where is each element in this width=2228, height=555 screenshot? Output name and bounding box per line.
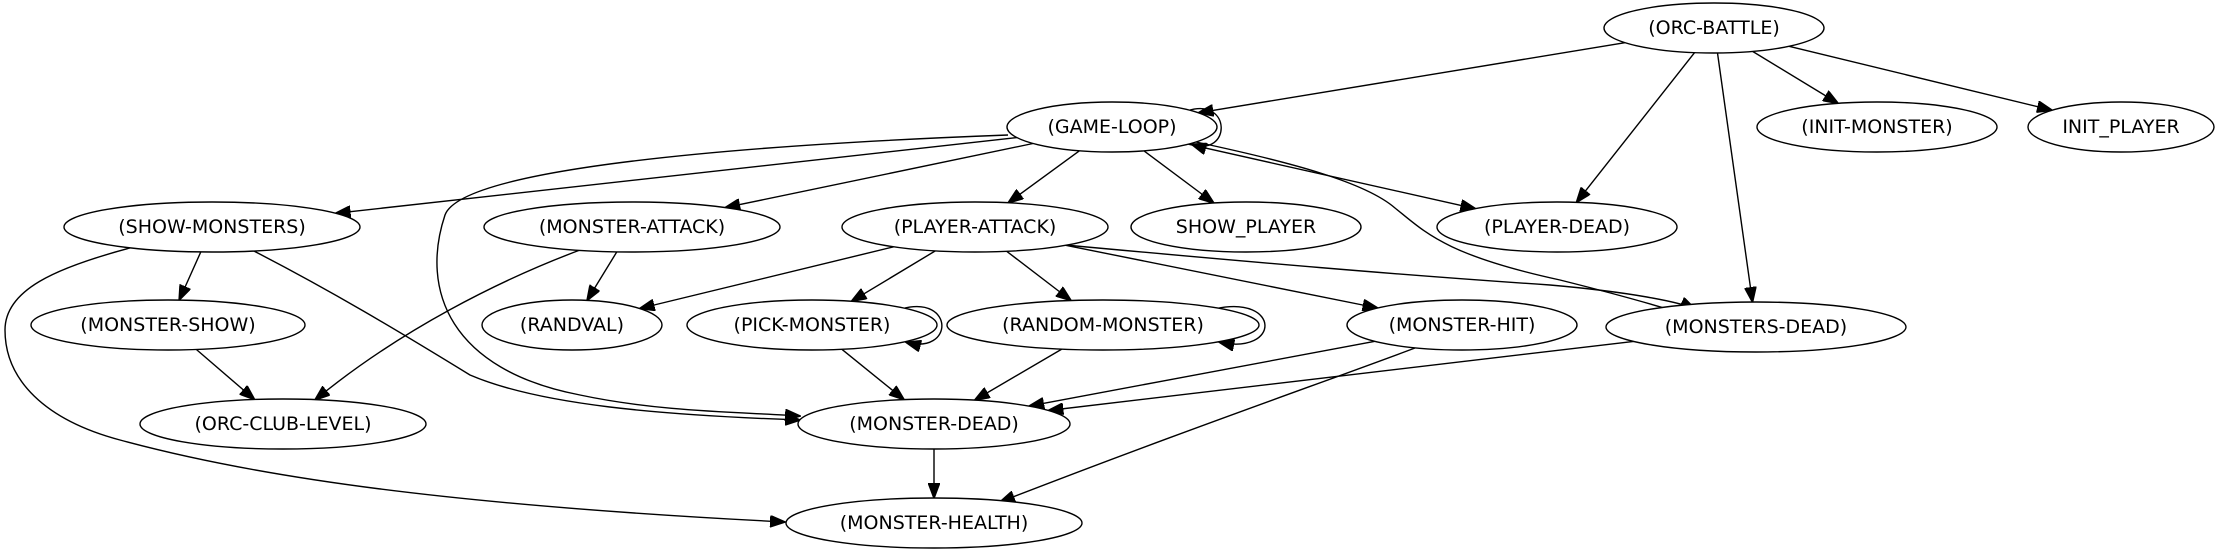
edge-pick-monster-to-pick-monster [901, 306, 943, 344]
node-shape-init-monster [1756, 101, 1998, 153]
node-label-pick-monster: (PICK-MONSTER) [734, 314, 891, 336]
node-shape-monster-show [30, 299, 306, 351]
node-monster-attack: (MONSTER-ATTACK) [483, 201, 781, 253]
node-shape-orc-club-level [139, 398, 427, 450]
edge-game-loop-to-monster-dead [436, 134, 1009, 416]
node-label-monster-show: (MONSTER-SHOW) [80, 314, 255, 336]
node-monster-show: (MONSTER-SHOW) [30, 299, 306, 351]
node-label-show-monsters: (SHOW-MONSTERS) [118, 216, 306, 238]
edge-random-monster-to-monster-dead [975, 348, 1063, 400]
edge-orc-battle-to-player-dead [1577, 52, 1696, 203]
edge-game-loop-to-show-player [1143, 150, 1214, 203]
node-shape-randval [481, 299, 663, 351]
edge-monster-attack-to-orc-club-level [315, 249, 581, 400]
node-init-monster: (INIT-MONSTER) [1756, 101, 1998, 153]
node-label-randval: (RANDVAL) [520, 314, 624, 336]
edge-player-attack-to-random-monster [1006, 250, 1071, 300]
node-shape-player-dead [1436, 201, 1678, 253]
edge-orc-battle-to-monsters-dead [1716, 52, 1753, 302]
edge-player-attack-to-monster-hit [1065, 244, 1378, 308]
node-shape-show-player [1130, 201, 1362, 253]
node-player-attack: (PLAYER-ATTACK) [841, 201, 1109, 253]
node-label-orc-club-level: (ORC-CLUB-LEVEL) [194, 413, 371, 435]
node-label-monster-hit: (MONSTER-HIT) [1389, 314, 1536, 336]
node-shape-orc-battle [1603, 2, 1825, 54]
node-shape-game-loop [1006, 101, 1218, 153]
edge-monster-hit-to-monster-dead [1029, 340, 1376, 406]
edge-game-loop-to-game-loop [1187, 108, 1222, 146]
node-label-monsters-dead: (MONSTERS-DEAD) [1665, 316, 1847, 338]
node-label-player-dead: (PLAYER-DEAD) [1484, 216, 1630, 238]
node-shape-show-monsters [63, 201, 361, 253]
edge-game-loop-to-show-monsters [336, 136, 1017, 214]
edge-game-loop-to-monsters-dead [1195, 141, 1690, 316]
edge-monster-attack-to-randval [587, 251, 618, 301]
edge-game-loop-to-monster-attack [725, 142, 1034, 208]
node-shape-monster-hit [1346, 299, 1578, 351]
edge-pick-monster-to-monster-dead [841, 348, 904, 399]
node-player-dead: (PLAYER-DEAD) [1436, 201, 1678, 253]
edge-monster-show-to-orc-club-level [195, 348, 254, 400]
node-label-orc-battle: (ORC-BATTLE) [1648, 17, 1780, 39]
node-label-monster-dead: (MONSTER-DEAD) [849, 413, 1019, 435]
edge-player-attack-to-monsters-dead [1064, 244, 1695, 309]
edge-player-attack-to-pick-monster [852, 250, 936, 301]
node-shape-monsters-dead [1605, 301, 1907, 353]
edge-show-monsters-to-monster-show [179, 251, 202, 300]
nodes-layer: (ORC-BATTLE) (GAME-LOOP) (INIT-MONSTER) INI… [30, 2, 2215, 549]
node-shape-random-monster [946, 299, 1260, 351]
edge-game-loop-to-player-attack [1008, 150, 1080, 203]
node-shape-monster-health [785, 497, 1083, 549]
node-orc-club-level: (ORC-CLUB-LEVEL) [139, 398, 427, 450]
node-label-monster-attack: (MONSTER-ATTACK) [539, 216, 725, 238]
node-label-monster-health: (MONSTER-HEALTH) [840, 512, 1029, 534]
edges-layer [4, 42, 2052, 522]
edge-show-monsters-to-monster-health [4, 247, 785, 522]
node-monster-hit: (MONSTER-HIT) [1346, 299, 1578, 351]
node-pick-monster: (PICK-MONSTER) [686, 299, 938, 351]
node-shape-init-player [2027, 101, 2215, 153]
node-show-player: SHOW_PLAYER [1130, 201, 1362, 253]
edge-monster-hit-to-monster-health [1000, 347, 1416, 502]
node-label-init-monster: (INIT-MONSTER) [1801, 116, 1952, 138]
node-shape-monster-attack [483, 201, 781, 253]
node-label-show-player: SHOW_PLAYER [1176, 216, 1316, 238]
edge-orc-battle-to-game-loop [1198, 42, 1626, 113]
edge-random-monster-to-random-monster [1215, 306, 1266, 344]
edge-orc-battle-to-init-monster [1752, 50, 1839, 103]
edge-orc-battle-to-init-player [1788, 45, 2052, 110]
node-label-random-monster: (RANDOM-MONSTER) [1002, 314, 1204, 336]
node-show-monsters: (SHOW-MONSTERS) [63, 201, 361, 253]
node-label-game-loop: (GAME-LOOP) [1047, 116, 1176, 138]
node-shape-monster-dead [797, 398, 1071, 450]
node-randval: (RANDVAL) [481, 299, 663, 351]
node-init-player: INIT_PLAYER [2027, 101, 2215, 153]
node-game-loop: (GAME-LOOP) [1006, 101, 1218, 153]
node-monster-health: (MONSTER-HEALTH) [785, 497, 1083, 549]
edge-player-attack-to-randval [640, 246, 894, 309]
node-monsters-dead: (MONSTERS-DEAD) [1605, 301, 1907, 353]
edge-monsters-dead-to-monster-dead [1048, 340, 1634, 410]
node-label-player-attack: (PLAYER-ATTACK) [894, 216, 1057, 238]
edge-show-monsters-to-monster-dead [249, 248, 800, 420]
node-shape-player-attack [841, 201, 1109, 253]
node-orc-battle: (ORC-BATTLE) [1603, 2, 1825, 54]
node-random-monster: (RANDOM-MONSTER) [946, 299, 1260, 351]
node-shape-pick-monster [686, 299, 938, 351]
node-label-init-player: INIT_PLAYER [2062, 116, 2179, 138]
node-monster-dead: (MONSTER-DEAD) [797, 398, 1071, 450]
